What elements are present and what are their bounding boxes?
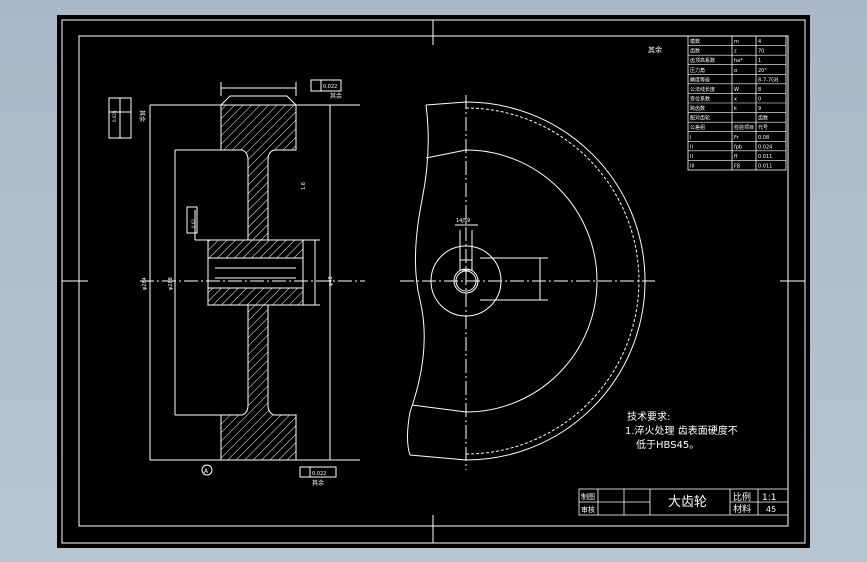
param-cell: 20° [758,68,767,74]
datum-a-label: A [204,468,209,475]
dim-bore-dia: φ48 [328,276,334,286]
param-cell: 70 [758,49,764,55]
side-roughness-value: 0.025 [112,110,117,122]
other-label-top: 其余 [330,92,342,100]
param-cell: 0.024 [758,144,772,150]
flatness-top-value: 0.022 [323,84,337,90]
material-value: 45 [766,505,776,514]
param-cell: 0 [758,97,761,103]
param-table-rows: 模数 m 4 齿数 z 70 齿顶高系数 ha* 1 压力角 α 20° 精度等级 8-7-7GB 公法线长… [688,38,786,170]
centering-marks [62,20,805,543]
param-cell: Fr [734,135,740,141]
param-cell: m [734,39,739,45]
param-cell: 变位系数 [690,96,710,103]
param-cell: 精度等级 [690,76,710,83]
param-cell: ha* [734,58,743,64]
param-cell: 8 [758,87,761,93]
param-cell: 检验项目 [734,124,754,131]
param-cell: 4 [758,39,761,45]
param-cell: 齿数 [690,48,700,55]
tech-req-line2: 低于HBS45。 [636,438,699,451]
drawing-title: 大齿轮 [668,495,707,510]
param-cell: 公差组 [690,124,705,131]
title-block [578,488,789,516]
param-cell: 配对齿轮 [690,115,710,122]
other-label-bottom: 其余 [312,479,324,487]
param-cell: I [690,135,691,141]
param-cell: α [734,68,738,74]
title-draw-label: 制图 [581,492,595,501]
roughness-other-label: 其余 [138,110,146,122]
dim-outer-dia: φ288 [168,277,174,290]
param-cell: 模数 [690,38,700,45]
param-cell: 代号 [758,124,768,131]
ra-face-label: 1.6 [301,182,307,190]
param-cell: fpb [734,144,742,150]
bore-tolerance-value: 0.02 [191,219,196,228]
param-cell: 齿顶高系数 [690,57,715,64]
param-cell: II [690,144,693,150]
gear-section-hub [207,239,304,259]
param-cell: W [734,87,739,93]
material-label: 材料 [733,503,751,515]
param-cell: 跨齿数 [690,105,705,112]
roughness-other-top: 其余 [648,45,662,54]
dim-mod-dia: φ284 [142,277,148,290]
gear-section-hub-low [207,287,304,306]
scale-label: 比例 [733,491,751,503]
section-annotations: 0.025 其余 0.022 其余 0.022 其余 A 0.02 φ284 φ… [108,79,342,487]
param-cell: 1 [758,58,761,64]
param-cell: 0.011 [758,164,772,170]
param-cell: k [734,106,737,112]
param-cell: ff [734,154,738,160]
param-cell: 9 [758,106,761,112]
param-cell: 压力角 [690,67,705,74]
datum-a-circle [201,464,213,476]
param-cell: III [690,164,694,170]
param-cell: x [734,97,737,103]
section-view [149,82,360,461]
title-check-label: 审核 [581,505,595,514]
left-break-line [407,104,429,456]
key-width-label: 14JS9 [456,218,470,224]
param-cell: 齿数 [758,115,768,122]
scale-value: 1:1 [762,493,776,503]
param-cell: 0.011 [758,154,772,160]
tech-req-heading: 技术要求: [627,410,670,423]
param-cell: 0.08 [758,135,769,141]
param-cell: 公法线长度 [690,86,715,93]
gear-inner-arc [465,149,598,413]
param-cell: II [690,154,693,160]
tech-req-line1: 1.淬火处理 齿表面硬度不 [625,424,738,437]
param-cell: 8-7-7GB [758,77,779,83]
param-cell: Fβ [734,164,740,170]
param-cell: z [734,49,737,55]
flatness-bottom-value: 0.022 [312,471,326,477]
